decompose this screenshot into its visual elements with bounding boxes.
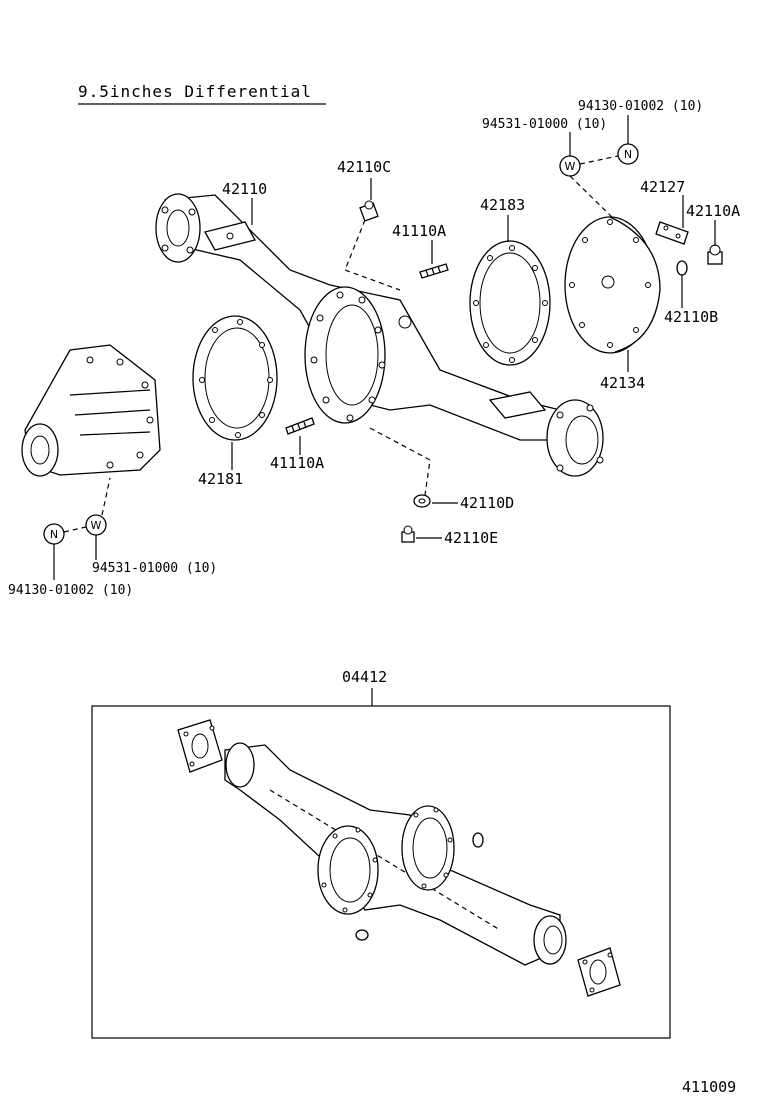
nut-symbol-bottom: N xyxy=(43,523,65,545)
label-41110A-top: 41110A xyxy=(392,222,446,240)
kit-axle-housing xyxy=(224,742,567,966)
bracket-42127 xyxy=(655,221,689,245)
label-42183: 42183 xyxy=(480,196,525,214)
gasket-42183 xyxy=(469,240,551,366)
stud-41110A-upper xyxy=(419,263,449,279)
washer-symbol-bottom-label: W xyxy=(91,519,102,532)
plug-42110E xyxy=(401,525,415,543)
label-42110E: 42110E xyxy=(444,529,498,547)
plug-42110A xyxy=(707,244,723,265)
stud-41110A-lower xyxy=(285,417,315,435)
label-42110: 42110 xyxy=(222,180,267,198)
label-42127: 42127 xyxy=(640,178,685,196)
label-bottom-washer: 94531-01000 (10) xyxy=(92,561,217,576)
axle-housing xyxy=(155,193,604,477)
kit-gasket-left xyxy=(317,825,379,915)
nut-symbol-top-label: N xyxy=(624,148,632,161)
cover-42134 xyxy=(564,216,661,354)
spring-seat-right xyxy=(488,391,547,419)
label-42181: 42181 xyxy=(198,470,243,488)
gasket-42181 xyxy=(192,315,278,441)
nut-symbol-bottom-label: N xyxy=(50,528,58,541)
kit-washer-small xyxy=(472,832,484,848)
kit-right-flange-plate xyxy=(577,947,621,997)
label-42110D: 42110D xyxy=(460,494,514,512)
kit-box xyxy=(91,705,671,1039)
label-top-washer: 94531-01000 (10) xyxy=(482,117,607,132)
kit-gasket-right xyxy=(401,805,455,891)
differential-carrier xyxy=(21,344,161,477)
label-42134: 42134 xyxy=(600,374,645,392)
label-42110B: 42110B xyxy=(664,308,718,326)
figure-number: 411009 xyxy=(682,1078,736,1096)
washer-symbol-top-label: W xyxy=(565,160,576,173)
washer-symbol-top: W xyxy=(559,155,581,177)
washer-symbol-bottom: W xyxy=(85,514,107,536)
label-42110A: 42110A xyxy=(686,202,740,220)
kit-washer-bottom xyxy=(355,929,369,941)
nut-symbol-top: N xyxy=(617,143,639,165)
label-bottom-nut: 94130-01002 (10) xyxy=(8,583,133,598)
label-41110A-bottom: 41110A xyxy=(270,454,324,472)
label-top-nut: 94130-01002 (10) xyxy=(578,99,703,114)
label-kit-04412: 04412 xyxy=(342,668,387,686)
diagram-title: 9.5inches Differential xyxy=(78,82,312,101)
breather-plug-42110C xyxy=(359,200,379,222)
kit-left-flange-plate xyxy=(177,719,223,773)
washer-42110B xyxy=(676,260,688,276)
label-42110C: 42110C xyxy=(337,158,391,176)
